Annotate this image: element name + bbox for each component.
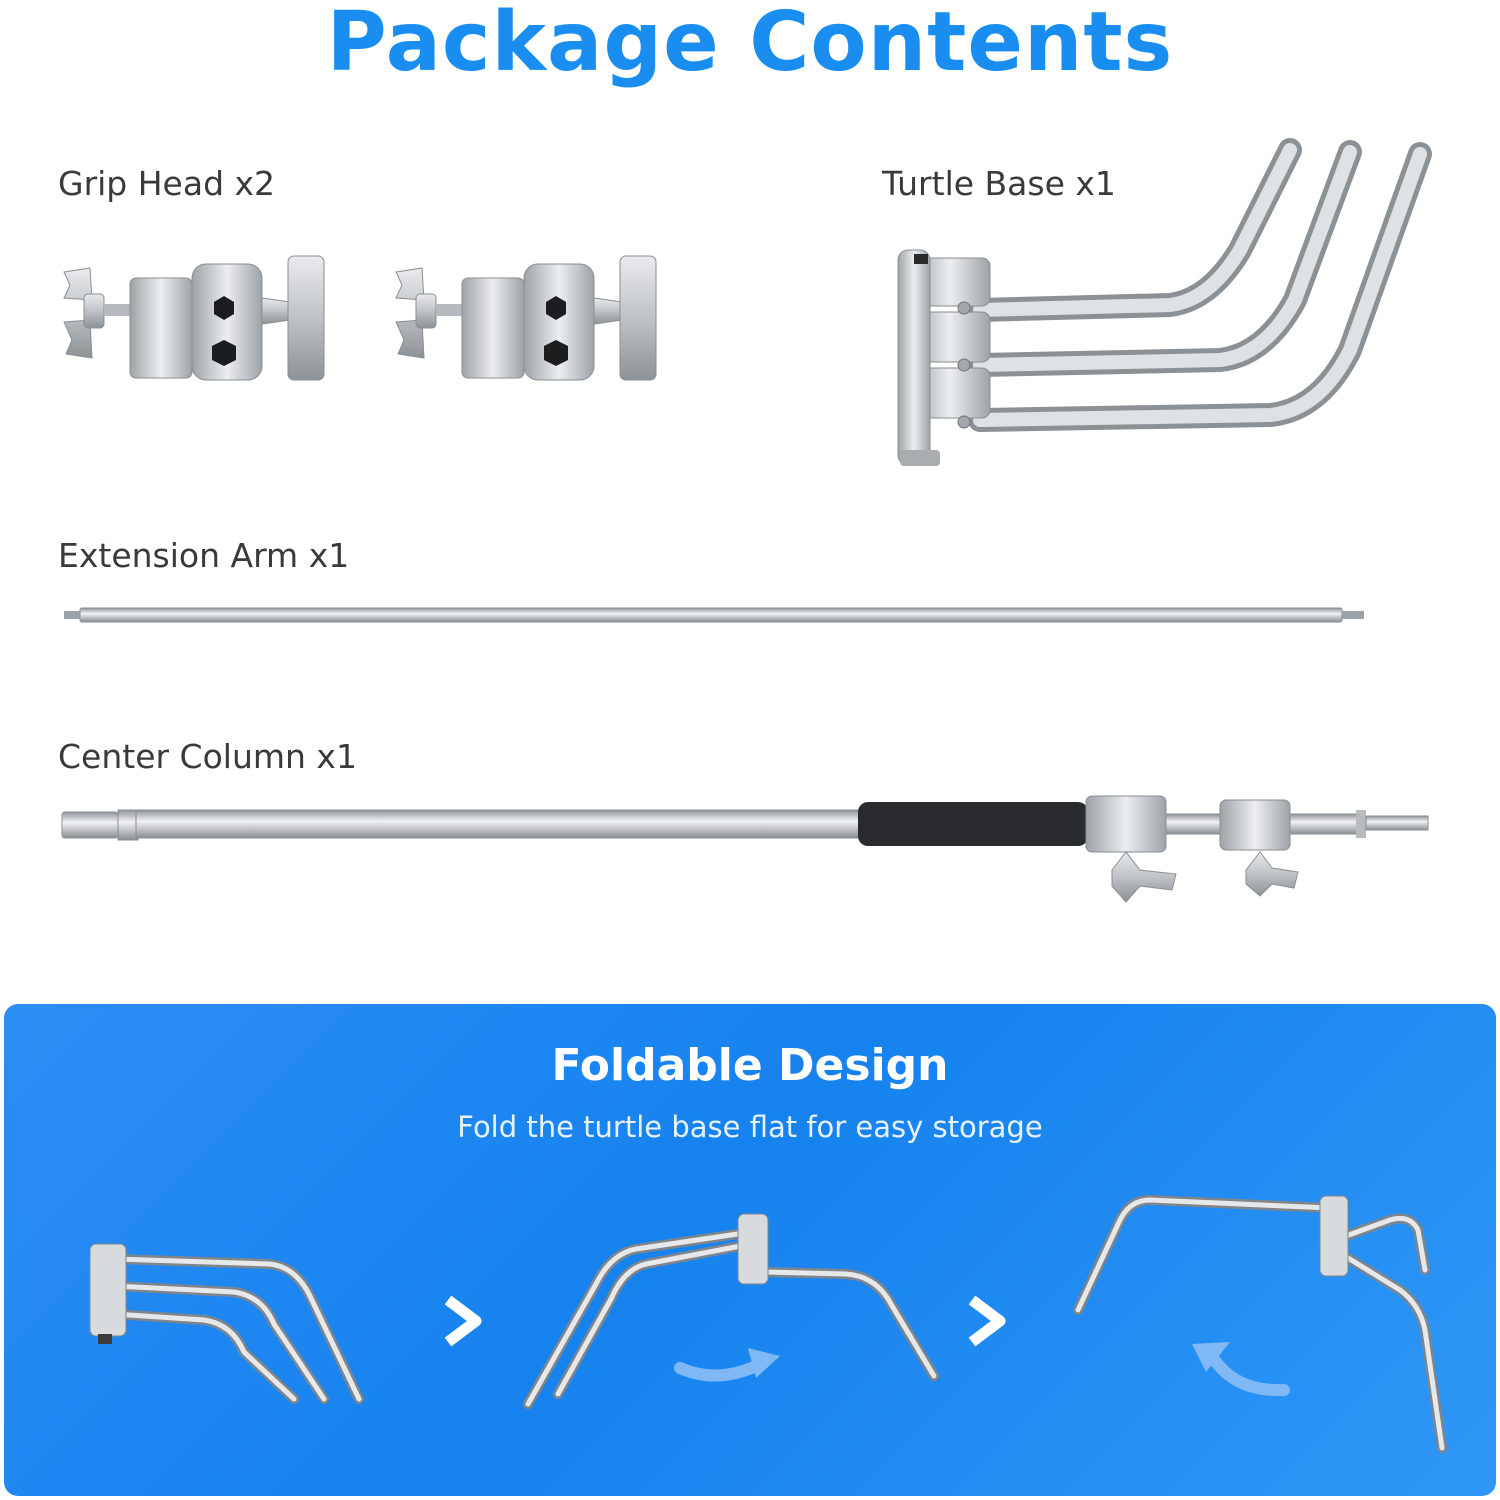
extension-arm-image [64, 607, 1364, 623]
folded-base-image [89, 1243, 364, 1404]
center-column-label: Center Column x1 [58, 737, 357, 776]
rotate-arrow-icon [674, 1348, 780, 1382]
rotate-arrow-icon-2 [1192, 1342, 1290, 1397]
foldable-design-subtitle: Fold the turtle base flat for easy stora… [457, 1110, 1043, 1144]
chevron-right-icon-2 [966, 1295, 1010, 1350]
grip-head-label: Grip Head x2 [58, 164, 276, 203]
extension-arm-label: Extension Arm x1 [58, 536, 350, 575]
turtle-base-image [897, 138, 1432, 466]
foldable-design-title: Foldable Design [551, 1040, 949, 1091]
turtle-base-label: Turtle Base x1 [882, 164, 1116, 203]
center-column-image [61, 795, 1429, 903]
foldable-design-panel: Foldable Design Fold the turtle base fla… [4, 1004, 1496, 1496]
grip-head-image-2 [395, 255, 657, 381]
grip-head-image-1 [63, 255, 325, 381]
page-title: Package Contents [326, 0, 1174, 90]
chevron-right-icon [442, 1295, 486, 1350]
unfolded-base-image [1073, 1194, 1447, 1453]
unfolding-base-image [523, 1213, 939, 1409]
